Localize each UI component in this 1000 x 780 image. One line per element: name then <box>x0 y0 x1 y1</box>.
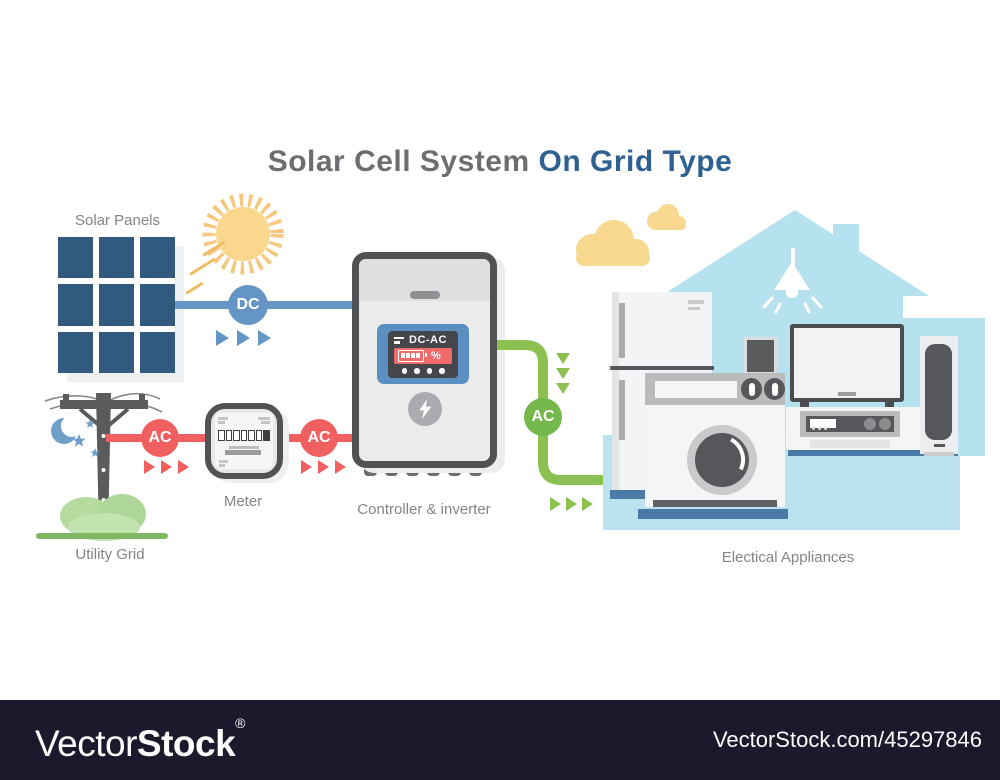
solar-cell <box>99 331 134 373</box>
lamp-icon <box>762 248 823 314</box>
battery-icon <box>398 350 427 362</box>
flow-arrow-right <box>318 460 329 474</box>
meter-digit-row <box>218 430 270 441</box>
solar-cell <box>58 237 93 279</box>
flow-arrow-right <box>216 330 229 346</box>
floor-strip <box>788 447 958 456</box>
flow-arrow-right <box>582 497 593 511</box>
washing-machine <box>645 373 785 507</box>
watermark-bar: VectorStock® VectorStock.com/45297846 <box>0 700 1000 780</box>
solar-panels-label: Solar Panels <box>74 212 161 229</box>
flow-arrow-right <box>258 330 271 346</box>
flow-arrow-right <box>237 330 250 346</box>
solar-cell <box>58 284 93 326</box>
moon-icon <box>51 415 83 444</box>
percent-text: % <box>431 350 441 362</box>
fridge-handle <box>619 303 625 358</box>
utility-grid-illustration <box>36 392 168 541</box>
washer-knob <box>764 378 785 400</box>
controller-top-panel <box>359 259 490 301</box>
detergent-drawer <box>655 381 737 398</box>
dc-badge: DC <box>228 285 268 325</box>
washer-control-panel <box>645 373 785 405</box>
speaker-front-panel <box>925 344 952 440</box>
av-receiver <box>800 411 900 437</box>
flow-arrow-right <box>335 460 346 474</box>
flow-arrow-right <box>566 497 577 511</box>
floor-strip <box>638 509 788 519</box>
ac-badge-meter: AC <box>300 419 338 457</box>
stars-icon <box>72 419 100 457</box>
speaker-base <box>924 452 954 456</box>
utility-grid-label: Utility Grid <box>75 546 145 563</box>
ac-badge-grid: AC <box>141 419 179 457</box>
ac-badge-label: AC <box>148 429 172 446</box>
media-console <box>786 407 938 450</box>
clouds-icon <box>576 204 686 266</box>
flow-arrow-down <box>556 353 570 364</box>
solar-cell <box>58 331 93 373</box>
solar-cell <box>99 284 134 326</box>
tv-foot <box>885 400 894 407</box>
controller-inverter-label: Controller & inverter <box>357 501 491 518</box>
solar-cell <box>140 284 175 326</box>
receiver-knob <box>879 418 891 430</box>
ac-badge-green: AC <box>524 398 562 436</box>
small-speaker <box>744 337 777 375</box>
tv-foot <box>800 400 809 407</box>
controller-vent-slot <box>409 291 440 299</box>
lightning-icon <box>419 399 432 419</box>
electrical-appliances-label: Electical Appliances <box>721 549 855 566</box>
washer-door <box>687 425 757 495</box>
logo-regular: Vector <box>35 723 137 764</box>
watermark-url: VectorStock.com/45297846 <box>712 727 982 752</box>
meter-display-panel <box>215 413 273 469</box>
solar-cell <box>99 237 134 279</box>
tower-speaker <box>920 336 958 454</box>
battery-status-pill: % <box>394 348 452 364</box>
solar-cell <box>140 331 175 373</box>
floor-strip <box>610 490 670 499</box>
sun-icon <box>202 193 284 275</box>
solar-panel-grid <box>58 237 175 373</box>
receiver-display-strip <box>806 416 894 432</box>
meter-label: Meter <box>223 493 263 510</box>
flow-arrow-right <box>178 460 189 474</box>
title-highlight: On Grid Type <box>538 145 733 178</box>
flow-arrow-down <box>556 383 570 394</box>
television <box>790 324 904 402</box>
fridge-door-divider <box>610 366 714 370</box>
washer-knob <box>741 378 762 400</box>
pole-crossarm <box>60 400 148 409</box>
display-dots <box>388 368 458 374</box>
bush-icon <box>60 494 146 541</box>
electric-meter <box>205 403 283 479</box>
title-main: Solar Cell System <box>267 145 530 178</box>
inverter-screen: DC-AC % <box>388 331 458 378</box>
logo-bold: Stock <box>136 723 236 764</box>
ac-badge-label: AC <box>531 408 555 425</box>
washer-base <box>653 500 777 507</box>
solar-cell <box>140 237 175 279</box>
inverter-brand-logo <box>408 392 442 426</box>
tv-logo-bar <box>838 392 856 396</box>
vectorstock-logo: VectorStock® <box>35 715 245 765</box>
flow-arrow-right <box>550 497 561 511</box>
display-mode-text: DC-AC <box>409 334 447 346</box>
flow-arrow-right <box>161 460 172 474</box>
receiver-knob <box>864 418 876 430</box>
menu-lines-icon <box>394 335 404 346</box>
inverter-display: DC-AC % <box>377 324 469 384</box>
ac-badge-label: AC <box>307 429 331 446</box>
flow-arrow-right <box>144 460 155 474</box>
dc-badge-label: DC <box>236 296 260 313</box>
flow-arrow-right <box>301 460 312 474</box>
fridge-handle <box>619 380 625 440</box>
page-title: Solar Cell System On Grid Type <box>0 145 1000 179</box>
receiver-screen <box>810 419 836 428</box>
ground-line <box>36 533 168 539</box>
console-drawer <box>810 440 890 448</box>
registered-mark: ® <box>235 715 245 731</box>
flow-arrow-down <box>556 368 570 379</box>
